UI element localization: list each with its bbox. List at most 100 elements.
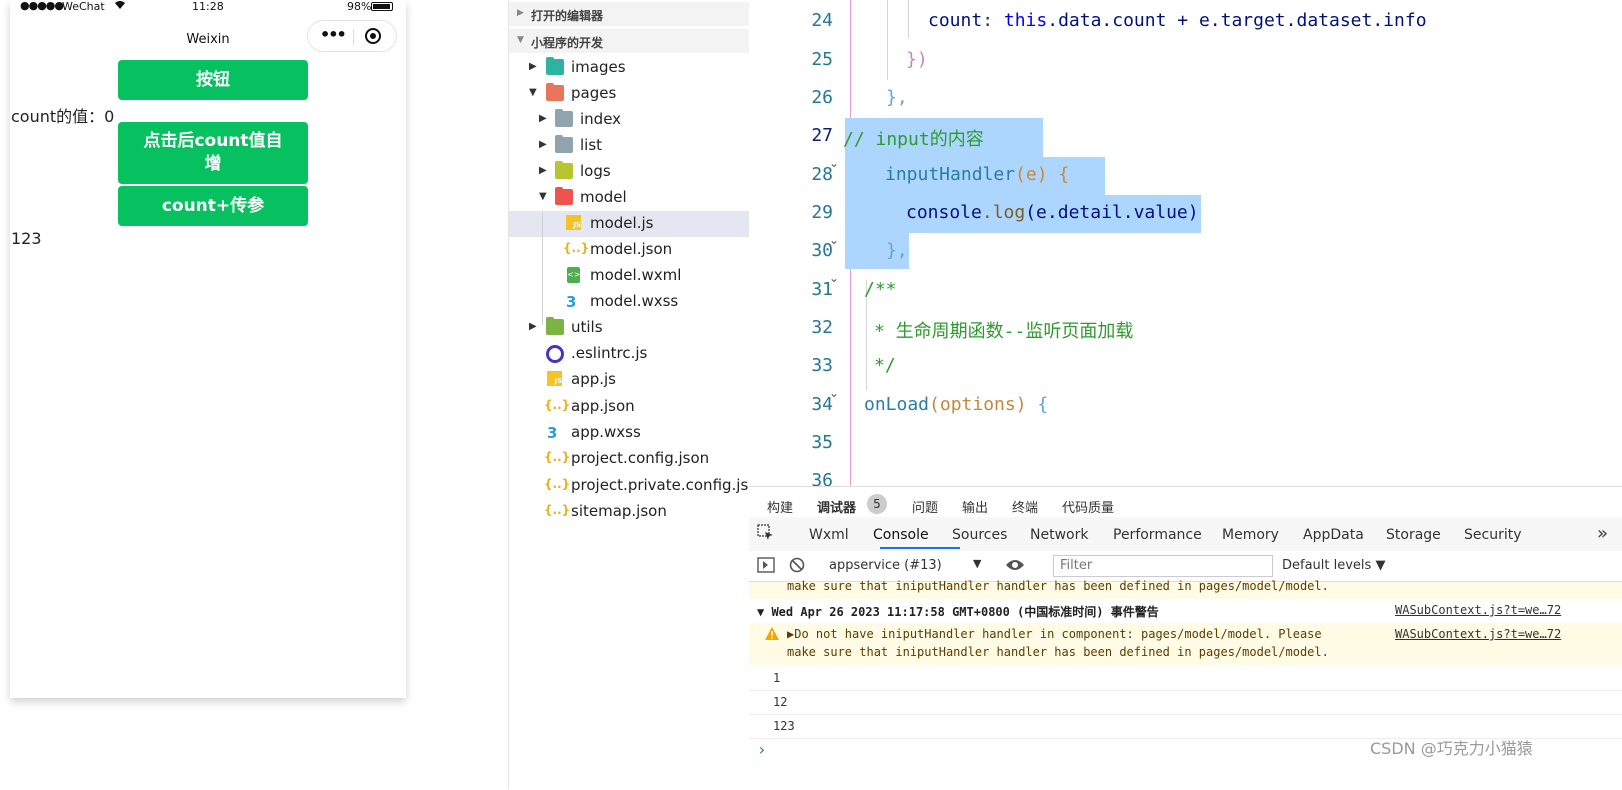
status-bar: ●●●●● WeChat 11:28 98% xyxy=(10,0,406,14)
signal-icon: ●●●●● xyxy=(20,0,64,12)
tree-item-project-config[interactable]: {..} project.config.json xyxy=(544,449,710,467)
line-number: 36 xyxy=(811,470,833,486)
chevron-right-icon: ▶ xyxy=(539,165,547,176)
console-toolbar: appservice (#13) ▼ Filter Default levels… xyxy=(749,551,1622,582)
tree-item-sitemap[interactable]: {..} sitemap.json xyxy=(544,502,667,520)
fold-chevron-icon[interactable]: ⌄ xyxy=(829,233,840,247)
tab-output[interactable]: 输出 xyxy=(962,501,989,516)
more-tabs-icon[interactable]: » xyxy=(1597,523,1609,544)
console-log-row: 12 xyxy=(773,695,788,709)
folder-logs-icon xyxy=(555,161,573,179)
code-editor[interactable]: 24 25 26 27 28 29 30 31 32 33 34 35 36 ⌄… xyxy=(749,0,1622,486)
code-line-32: * 生命周期函数--监听页面加载 xyxy=(874,321,1134,342)
eslint-file-icon xyxy=(546,345,564,363)
capsule-menu[interactable]: ••• xyxy=(307,20,397,52)
tree-item-index[interactable]: ▶ index xyxy=(539,109,622,128)
line-number: 31 xyxy=(811,279,833,300)
count-param-button[interactable]: count+传参 xyxy=(118,186,308,226)
tab-sources[interactable]: Sources xyxy=(952,527,1008,543)
close-target-icon[interactable] xyxy=(365,28,381,44)
tab-storage[interactable]: Storage xyxy=(1386,527,1441,543)
console-warning-tail: make sure that iniputHandler handler has… xyxy=(749,579,1622,599)
wifi-icon xyxy=(114,0,126,13)
carrier-label: WeChat xyxy=(62,0,105,13)
tree-item-eslintrc[interactable]: .eslintrc.js xyxy=(509,341,749,367)
tree-item-app-json[interactable]: {..} app.json xyxy=(544,397,635,415)
tab-build[interactable]: 构建 xyxy=(767,501,794,516)
more-icon[interactable]: ••• xyxy=(320,25,347,44)
console-output: make sure that iniputHandler handler has… xyxy=(749,579,1622,790)
tree-item-model-wxss[interactable]: 3 model.wxss xyxy=(566,292,679,311)
tree-item-app-wxss[interactable]: 3 app.wxss xyxy=(547,423,641,442)
folder-model-icon xyxy=(555,187,573,205)
tree-item-model-wxml[interactable]: <> model.wxml xyxy=(567,266,682,284)
tree-item-pages[interactable]: ▼ pages xyxy=(529,83,617,102)
code-line-33: */ xyxy=(874,355,896,376)
folder-images-icon xyxy=(546,57,564,75)
inspect-icon[interactable] xyxy=(757,524,775,546)
source-link[interactable]: WASubContext.js?t=we…72 xyxy=(1395,603,1562,617)
tab-problems[interactable]: 问题 xyxy=(912,501,939,516)
tab-terminal[interactable]: 终端 xyxy=(1012,501,1039,516)
battery-level: 98% xyxy=(347,0,372,13)
chevron-right-icon: ▶ xyxy=(539,113,547,124)
eye-icon[interactable] xyxy=(1005,557,1025,576)
tab-network[interactable]: Network xyxy=(1030,527,1089,543)
tree-item-model[interactable]: ▼ model xyxy=(539,187,627,206)
json-file-icon: {..} xyxy=(544,450,571,464)
code-line-27: // input的内容 xyxy=(843,129,984,150)
chevron-right-icon: ▶ xyxy=(529,321,537,332)
filter-input[interactable]: Filter xyxy=(1053,555,1273,577)
project-header[interactable]: ▼ 小程序的开发 xyxy=(509,29,749,53)
fold-chevron-icon[interactable]: ⌄ xyxy=(829,156,840,170)
tree-item-images[interactable]: ▶ images xyxy=(529,57,626,76)
context-select[interactable]: appservice (#13) xyxy=(829,558,942,573)
line-number: 27 xyxy=(811,125,833,146)
clear-console-icon[interactable] xyxy=(789,557,805,577)
tab-appdata[interactable]: AppData xyxy=(1303,527,1364,543)
tab-wxml[interactable]: Wxml xyxy=(809,527,849,543)
tree-item-model-js[interactable]: JS model.js xyxy=(509,211,749,237)
tab-performance[interactable]: Performance xyxy=(1113,527,1202,543)
console-group-header[interactable]: ▼ Wed Apr 26 2023 11:17:58 GMT+0800 (中国标… xyxy=(757,603,1562,619)
tree-item-utils[interactable]: ▶ utils xyxy=(529,317,603,336)
sidebar-toggle-icon[interactable] xyxy=(757,557,775,577)
levels-dropdown[interactable]: Default levels ▼ xyxy=(1282,558,1386,573)
open-editors-header[interactable]: ▶ 打开的编辑器 xyxy=(509,2,749,26)
tree-item-app-js[interactable]: JS app.js xyxy=(509,367,749,393)
increment-button-line1: 点击后count值自 xyxy=(143,131,283,152)
fold-chevron-icon[interactable]: ⌄ xyxy=(829,386,840,400)
tree-item-list[interactable]: ▶ list xyxy=(539,135,603,154)
button-btn[interactable]: 按钮 xyxy=(118,60,308,100)
chevron-down-icon[interactable]: ▼ xyxy=(973,557,982,570)
chevron-down-icon: ▼ xyxy=(529,87,537,98)
wxml-file-icon: <> xyxy=(567,267,580,283)
debug-panel: 构建 调试器 5 问题 输出 终端 代码质量 Wxml Console Sour… xyxy=(749,486,1622,790)
file-explorer: ▶ 打开的编辑器 ▼ 小程序的开发 ▶ images ▼ pages ▶ ind… xyxy=(508,0,763,789)
code-line-25: }) xyxy=(906,49,928,70)
code-line-24: count: this.data.count + e.target.datase… xyxy=(928,10,1427,31)
console-log-row: 1 xyxy=(773,671,781,685)
tree-item-logs[interactable]: ▶ logs xyxy=(539,161,611,180)
console-prompt[interactable]: › xyxy=(757,740,767,759)
code-line-26: }, xyxy=(886,87,908,108)
folder-icon xyxy=(555,135,573,153)
tree-item-project-private-config[interactable]: {..} project.private.config.js... xyxy=(544,476,763,494)
chevron-down-icon: ▼ xyxy=(539,191,547,202)
line-number: 28 xyxy=(811,164,833,185)
input-field[interactable]: 123 xyxy=(11,229,42,248)
tree-item-model-json[interactable]: {..} model.json xyxy=(563,240,673,258)
tab-code-quality[interactable]: 代码质量 xyxy=(1062,501,1115,516)
tab-security[interactable]: Security xyxy=(1464,527,1522,543)
tab-memory[interactable]: Memory xyxy=(1222,527,1279,543)
json-file-icon: {..} xyxy=(544,503,571,517)
tab-console[interactable]: Console xyxy=(873,527,929,543)
source-link[interactable]: WASubContext.js?t=we…72 xyxy=(1395,627,1562,641)
line-number: 24 xyxy=(811,10,833,31)
increment-button[interactable]: 点击后count值自 增 xyxy=(118,122,308,184)
line-number: 33 xyxy=(811,355,833,376)
line-number: 26 xyxy=(811,87,833,108)
line-number: 25 xyxy=(811,49,833,70)
tab-debugger[interactable]: 调试器 xyxy=(817,501,857,516)
fold-chevron-icon[interactable]: ⌄ xyxy=(829,271,840,285)
